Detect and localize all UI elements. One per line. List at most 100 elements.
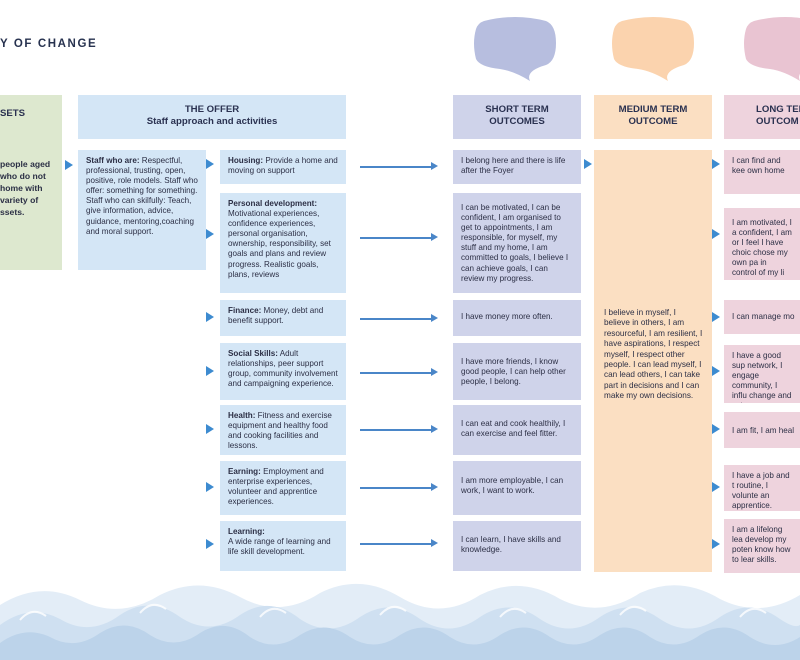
offer-heading: THE OFFER	[184, 104, 240, 115]
medium-term-text: I believe in myself, I believe in others…	[604, 308, 703, 401]
long-term-subheading: OUTCOM	[756, 116, 799, 127]
arrow-right-icon	[712, 312, 720, 322]
medium-term-header: MEDIUM TERM OUTCOME	[594, 95, 712, 139]
short-term-text: I have money more often.	[461, 312, 553, 321]
offer-card-learning: Learning: A wide range of learning and l…	[220, 521, 346, 571]
short-term-text: I belong here and there is life after th…	[461, 156, 566, 176]
assets-line: people aged	[0, 159, 51, 169]
offer-label: Finance:	[228, 306, 262, 315]
connector-line	[360, 318, 432, 320]
arrow-head-icon	[431, 162, 438, 170]
short-term-heading: SHORT TERM	[485, 104, 549, 115]
long-term-text: I can find and kee own home	[732, 156, 785, 176]
arrow-head-icon	[431, 314, 438, 322]
short-term-card-finance: I have money more often.	[453, 300, 581, 336]
long-term-text: I am motivated, I a confident, I am or I…	[732, 218, 792, 278]
arrow-head-icon	[431, 483, 438, 491]
assets-line: ssets.	[0, 207, 25, 217]
assets-heading: SETS	[0, 108, 26, 119]
arrow-head-icon	[431, 233, 438, 241]
connector-line	[360, 543, 432, 545]
arrow-right-icon	[712, 482, 720, 492]
assets-line: variety of	[0, 195, 39, 205]
assets-panel	[0, 95, 62, 270]
offer-label: Housing:	[228, 156, 264, 165]
connector-line	[360, 429, 432, 431]
arrow-head-icon	[431, 425, 438, 433]
offer-subheading: Staff approach and activities	[146, 116, 278, 127]
offer-text: Adult relationships, peer support group,…	[228, 349, 338, 389]
medium-term-heading: MEDIUM TERM	[618, 104, 688, 115]
short-term-text: I can eat and cook healthily, I can exer…	[461, 419, 566, 439]
staff-label: Staff who are:	[86, 156, 140, 165]
staff-text: Respectful, professional, trusting, open…	[86, 156, 198, 236]
arrow-right-icon	[206, 424, 214, 434]
short-term-card-personal-development: I can be motivated, I can be confident, …	[453, 193, 581, 293]
short-term-text: I can learn, I have skills and knowledge…	[461, 535, 561, 555]
short-term-card-housing: I belong here and there is life after th…	[453, 150, 581, 184]
assets-text: people aged who do not home with variety…	[0, 158, 60, 218]
arrow-right-icon	[206, 229, 214, 239]
connector-line	[360, 166, 432, 168]
arrow-right-icon	[206, 159, 214, 169]
long-term-text: I can manage mo	[732, 312, 795, 321]
long-term-heading: LONG TER	[756, 104, 800, 115]
arrow-right-icon	[584, 159, 592, 169]
assets-line: home with	[0, 183, 43, 193]
short-term-text: I am more employable, I can work, I want…	[461, 476, 564, 496]
connector-line	[360, 372, 432, 374]
arrow-right-icon	[206, 539, 214, 549]
long-term-card-finance: I can manage mo	[724, 300, 800, 334]
short-term-card-health: I can eat and cook healthily, I can exer…	[453, 405, 581, 455]
offer-label: Learning:	[228, 527, 265, 536]
arrow-head-icon	[431, 539, 438, 547]
short-term-text: I have more friends, I know good people,…	[461, 357, 566, 387]
assets-line: who do not	[0, 171, 46, 181]
connector-line	[360, 487, 432, 489]
short-term-header: SHORT TERM OUTCOMES	[453, 95, 581, 139]
arrow-right-icon	[206, 366, 214, 376]
offer-header: THE OFFER Staff approach and activities	[78, 95, 346, 139]
long-term-card-personal-development: I am motivated, I a confident, I am or I…	[724, 208, 800, 280]
arrow-right-icon	[712, 229, 720, 239]
offer-text: Provide a home and moving on support	[228, 156, 338, 176]
offer-label: Social Skills:	[228, 349, 278, 358]
wave-decoration	[0, 575, 800, 660]
long-term-card-social-skills: I have a good sup network, I engage comm…	[724, 345, 800, 403]
long-term-card-health: I am fit, I am heal	[724, 412, 800, 448]
staff-card: Staff who are: Respectful, professional,…	[78, 150, 206, 270]
short-term-card-earning: I am more employable, I can work, I want…	[453, 461, 581, 515]
long-term-text: I am a lifelong lea develop my poten kno…	[732, 525, 791, 565]
offer-card-social-skills: Social Skills: Adult relationships, peer…	[220, 343, 346, 400]
offer-card-earning: Earning: Employment and enterprise exper…	[220, 461, 346, 515]
arrow-right-icon	[65, 160, 73, 170]
long-term-text: I have a job and t routine, I volunte an…	[732, 471, 790, 511]
arrow-right-icon	[712, 539, 720, 549]
arrow-head-icon	[431, 368, 438, 376]
medium-term-subheading: OUTCOME	[628, 116, 678, 127]
short-term-subheading: OUTCOMES	[489, 116, 545, 127]
short-term-card-social-skills: I have more friends, I know good people,…	[453, 343, 581, 400]
offer-label: Personal development:	[228, 199, 318, 208]
offer-card-personal-development: Personal development: Motivational exper…	[220, 193, 346, 293]
medium-term-outcome-box: I believe in myself, I believe in others…	[594, 150, 712, 572]
offer-label: Health:	[228, 411, 256, 420]
long-term-text: I am fit, I am heal	[732, 426, 795, 435]
speech-bubble-icon-short	[474, 17, 556, 81]
arrow-right-icon	[712, 424, 720, 434]
offer-card-health: Health: Fitness and exercise equipment a…	[220, 405, 346, 455]
offer-card-finance: Finance: Money, debt and benefit support…	[220, 300, 346, 336]
offer-text: Motivational experiences, confidence exp…	[228, 209, 331, 279]
short-term-text: I can be motivated, I can be confident, …	[461, 203, 569, 283]
offer-text: A wide range of learning and life skill …	[228, 537, 331, 557]
arrow-right-icon	[206, 312, 214, 322]
short-term-card-learning: I can learn, I have skills and knowledge…	[453, 521, 581, 571]
connector-line	[360, 237, 432, 239]
long-term-card-earning: I have a job and t routine, I volunte an…	[724, 465, 800, 511]
page-title: Y OF CHANGE	[0, 38, 98, 50]
arrow-right-icon	[712, 159, 720, 169]
long-term-card-learning: I am a lifelong lea develop my poten kno…	[724, 519, 800, 573]
speech-bubble-icon-medium	[612, 17, 694, 81]
arrow-right-icon	[712, 366, 720, 376]
offer-text: Fitness and exercise equipment and healt…	[228, 411, 332, 451]
